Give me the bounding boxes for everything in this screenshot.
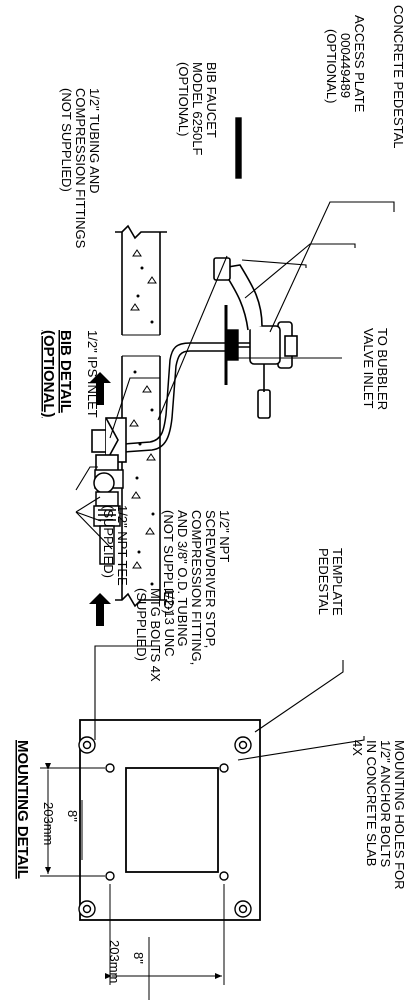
label-bubbler-line-1: TO BUBBLER	[375, 328, 390, 410]
label-concrete-pedestal-line-1: CONCRETE PEDESTAL	[391, 5, 406, 149]
label-template: TEMPLATE PEDESTAL	[316, 548, 345, 616]
label-access-plate-line-1: ACCESS PLATE	[352, 15, 367, 113]
screwdriver-stop	[93, 469, 124, 565]
label-dim-left-mm: 203mm	[41, 802, 56, 845]
label-concrete-pedestal: CONCRETE PEDESTAL	[391, 5, 406, 149]
label-stop: 1/2" NPT SCREWDRIVER STOP, COMPRESSION F…	[161, 510, 232, 665]
label-stop-line-2: SCREWDRIVER STOP,	[203, 510, 218, 648]
template-plate	[79, 719, 261, 921]
label-tubing-line-2: COMPRESSION FITTINGS	[73, 88, 88, 249]
label-tubing-line-1: 1/2" TUBING AND	[87, 88, 102, 194]
label-dim-left-value: 8"	[65, 810, 80, 822]
label-bib-faucet-line-2: MODEL 6250LF	[190, 62, 205, 156]
flow-arrow-inlet	[89, 372, 111, 405]
label-access-plate-line-2: 000449489	[338, 33, 353, 98]
label-tee-line-2: (SUPPLIED)	[101, 505, 116, 578]
access-plate	[224, 117, 242, 385]
label-access-plate: ACCESS PLATE 000449489 (OPTIONAL)	[324, 15, 367, 113]
label-mounting-detail: MOUNTING DETAIL	[14, 740, 31, 879]
label-mounting-holes-line-2: 1/2" ANCHOR BOLTS	[378, 740, 393, 868]
label-mounting-detail-line-1: MOUNTING DETAIL	[14, 740, 31, 879]
leader-lines-mounting	[94, 645, 365, 761]
label-bolts-line-1: 1/2-13 UNC	[162, 588, 177, 657]
label-bolts: 1/2-13 UNC MTG BOLTS 4X (SUPPLIED)	[134, 588, 177, 682]
label-tubing: 1/2" TUBING AND COMPRESSION FITTINGS (NO…	[59, 88, 102, 249]
label-ips-inlet: 1/2" IPS INLET	[85, 330, 100, 418]
label-bolts-line-3: (SUPPLIED)	[134, 588, 149, 661]
label-bib-faucet-line-1: BIB FAUCET	[204, 62, 219, 138]
label-mounting-holes: MOUNTING HOLES FOR 1/2" ANCHOR BOLTS IN …	[350, 740, 407, 890]
label-template-line-1: TEMPLATE	[330, 548, 345, 616]
label-tee: 1/2" NPT TEE (SUPPLIED)	[101, 505, 130, 586]
label-stop-line-1: 1/2" NPT	[217, 510, 232, 562]
label-tubing-line-3: (NOT SUPPLIED)	[59, 88, 74, 192]
bib-faucet	[213, 257, 298, 419]
label-dim-bottom-mm: 203mm	[107, 940, 122, 983]
label-bib-faucet-line-3: (OPTIONAL)	[176, 62, 191, 136]
npt-tee	[91, 417, 127, 472]
label-bubbler-line-2: VALVE INLET	[361, 328, 376, 408]
concrete-aggregate	[129, 249, 157, 586]
label-bolts-line-2: MTG BOLTS 4X	[148, 588, 163, 682]
label-bib-detail-line-1: BIB DETAIL	[57, 330, 74, 413]
flow-arrow-outlet	[89, 593, 111, 626]
concrete-slab	[115, 224, 167, 608]
label-tee-line-1: 1/2" NPT TEE	[115, 505, 130, 586]
label-dim-bottom-value: 8"	[131, 952, 146, 964]
label-dim-left: 8" 203mm	[41, 802, 80, 845]
label-bib-detail-line-2: (OPTIONAL)	[40, 330, 57, 418]
label-mounting-holes-line-1: MOUNTING HOLES FOR	[392, 740, 407, 890]
label-stop-line-3: COMPRESSION FITTING,	[189, 510, 204, 665]
mounting-bolts	[78, 736, 252, 918]
label-bib-faucet: BIB FAUCET MODEL 6250LF (OPTIONAL)	[176, 62, 219, 156]
label-stop-line-4: AND 3/8" O.D. TUBING	[175, 510, 190, 647]
label-bib-detail: BIB DETAIL (OPTIONAL)	[40, 330, 74, 418]
dimension-lines	[40, 763, 225, 985]
label-access-plate-line-3: (OPTIONAL)	[324, 29, 339, 103]
label-mounting-holes-line-3: IN CONCRETE SLAB	[364, 740, 379, 866]
label-bubbler: TO BUBBLER VALVE INLET	[361, 328, 390, 410]
label-dim-bottom: 8" 203mm	[107, 940, 146, 983]
supply-tubing	[123, 342, 238, 453]
tubing-leader	[157, 255, 228, 421]
leader-lines-bib	[75, 201, 395, 550]
label-mounting-holes-line-4: 4X	[350, 740, 365, 756]
label-stop-line-5: (NOT SUPPLIED)	[161, 510, 176, 614]
label-template-line-2: PEDESTAL	[316, 548, 331, 615]
label-ips-inlet-line-1: 1/2" IPS INLET	[85, 330, 100, 418]
